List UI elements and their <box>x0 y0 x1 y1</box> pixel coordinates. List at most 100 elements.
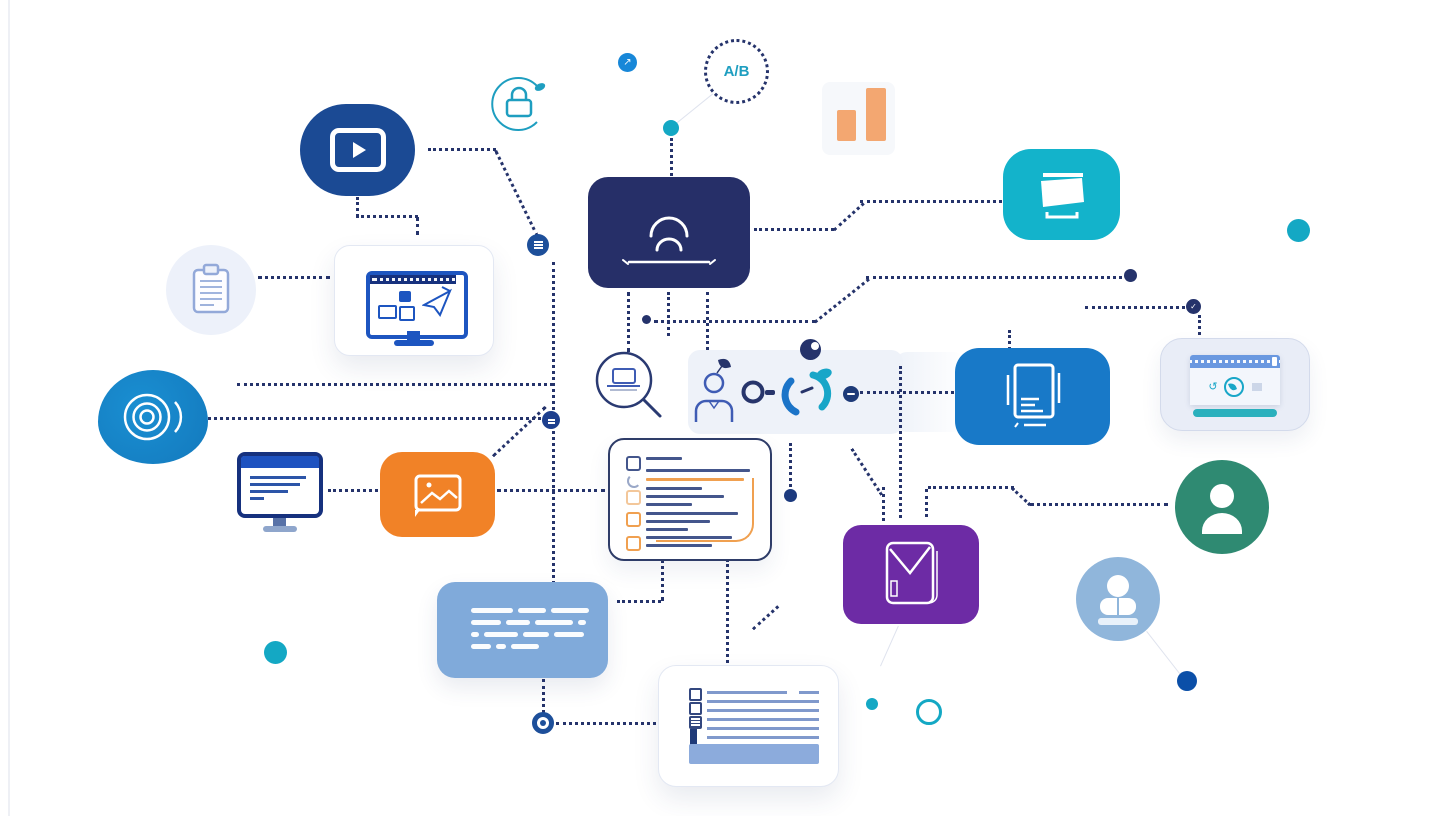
bar-chart-card <box>822 82 895 155</box>
band-dot <box>843 386 859 402</box>
mail-card <box>843 525 979 624</box>
dotted-connector <box>928 486 1014 489</box>
mini-badge-dot <box>527 234 549 256</box>
dotted-connector <box>356 215 418 218</box>
doc-glyph-icon <box>689 716 702 729</box>
dotted-connector <box>1008 330 1011 350</box>
desktop-app-card <box>334 245 494 356</box>
dotted-connector <box>882 487 885 521</box>
flipchart-icon <box>1040 172 1084 218</box>
bust-icon <box>1098 575 1138 625</box>
dotted-connector <box>654 320 816 323</box>
orange-bracket <box>656 478 754 542</box>
clipboard-icon <box>192 263 230 314</box>
play-icon <box>329 128 386 172</box>
dotted-connector <box>860 200 1002 203</box>
dotted-connector <box>670 138 673 176</box>
mini-browser-card: ↺ <box>1160 338 1310 431</box>
checklist-card <box>608 438 772 561</box>
checkbox-icon <box>626 512 641 527</box>
arrow-dot: ↗ <box>618 53 637 72</box>
photo-icon <box>414 474 461 517</box>
dotted-connector <box>866 276 1122 279</box>
presentation-card <box>1003 149 1120 240</box>
video-play-pill <box>300 104 415 196</box>
paper-plane-doodle-icon <box>422 286 453 317</box>
dotted-connector <box>1198 315 1201 335</box>
moon-dot <box>800 339 821 360</box>
dotted-connector <box>494 150 540 238</box>
navy-dot-small <box>642 315 651 324</box>
dotted-connector <box>754 228 834 231</box>
dotted-connector <box>542 679 545 713</box>
teal-ring <box>916 699 942 725</box>
dotted-connector <box>860 391 954 394</box>
envelope-icon <box>885 541 938 604</box>
avatar-circle <box>1175 460 1269 554</box>
dotted-connector <box>428 148 496 151</box>
teal-dot <box>866 698 878 710</box>
drop-badge <box>532 712 554 734</box>
teal-circle <box>1287 219 1310 242</box>
ab-test-circle: A/B <box>704 39 769 104</box>
document-card <box>658 665 839 787</box>
ab-test-label: A/B <box>723 63 750 80</box>
dotted-connector <box>899 366 902 518</box>
clipboard-circle <box>166 245 256 335</box>
text-lines-icon <box>471 608 589 656</box>
dotted-connector <box>1085 306 1185 309</box>
dotted-connector <box>925 489 928 517</box>
checkbox-icon <box>626 536 641 551</box>
dotted-connector <box>667 292 670 336</box>
navy-dot <box>1177 671 1197 691</box>
dotted-connector <box>617 600 661 603</box>
dotted-connector <box>1010 487 1032 507</box>
person-outline-icon <box>622 216 716 265</box>
teal-dot <box>663 120 679 136</box>
back-arrow-icon: ↺ <box>1208 381 1218 393</box>
person-leaf-icon <box>694 358 734 422</box>
dotted-connector <box>850 448 883 496</box>
text-block-card <box>437 582 608 678</box>
dotted-connector <box>497 489 605 492</box>
paper-stack-card <box>955 348 1110 445</box>
person-leaf <box>692 356 736 424</box>
navy-dot-small <box>784 489 797 502</box>
dotted-connector <box>328 489 378 492</box>
dotted-connector <box>258 276 330 279</box>
security-lock-circle <box>488 73 550 135</box>
browser-monitor <box>237 452 323 534</box>
monitor-icon <box>366 271 468 339</box>
teal-progress-bar <box>1193 409 1277 417</box>
key-icon <box>741 380 775 404</box>
dotted-connector <box>789 443 792 487</box>
left-frame-line <box>8 0 10 816</box>
lock-icon <box>491 77 546 131</box>
concentric-rings-icon <box>123 393 183 441</box>
dotted-connector <box>726 559 729 663</box>
dotted-connector <box>1030 503 1168 506</box>
key-glyph <box>739 378 777 406</box>
bar-chart-icon <box>837 110 856 141</box>
doc-glyph-icon <box>689 702 702 715</box>
light-line <box>880 625 899 667</box>
dotted-connector <box>661 559 664 601</box>
image-card <box>380 452 495 537</box>
light-line <box>676 93 714 124</box>
dotted-connector <box>356 197 359 217</box>
navy-dot-small <box>1124 269 1137 282</box>
doc-glyph-icon <box>690 729 697 750</box>
checkbox-icon <box>626 490 641 505</box>
sync-swirl <box>780 362 836 424</box>
monitor-icon <box>237 452 323 518</box>
doc-footer-bar <box>689 744 819 764</box>
search-magnifier <box>592 348 668 430</box>
globe-browser-icon <box>1223 376 1244 397</box>
bust-circle <box>1076 557 1160 641</box>
dotted-connector <box>814 278 870 324</box>
media-rings-blob <box>98 370 208 464</box>
checkbox-icon <box>626 456 641 471</box>
dotted-connector <box>833 202 865 232</box>
mini-badge-dot <box>542 411 560 429</box>
